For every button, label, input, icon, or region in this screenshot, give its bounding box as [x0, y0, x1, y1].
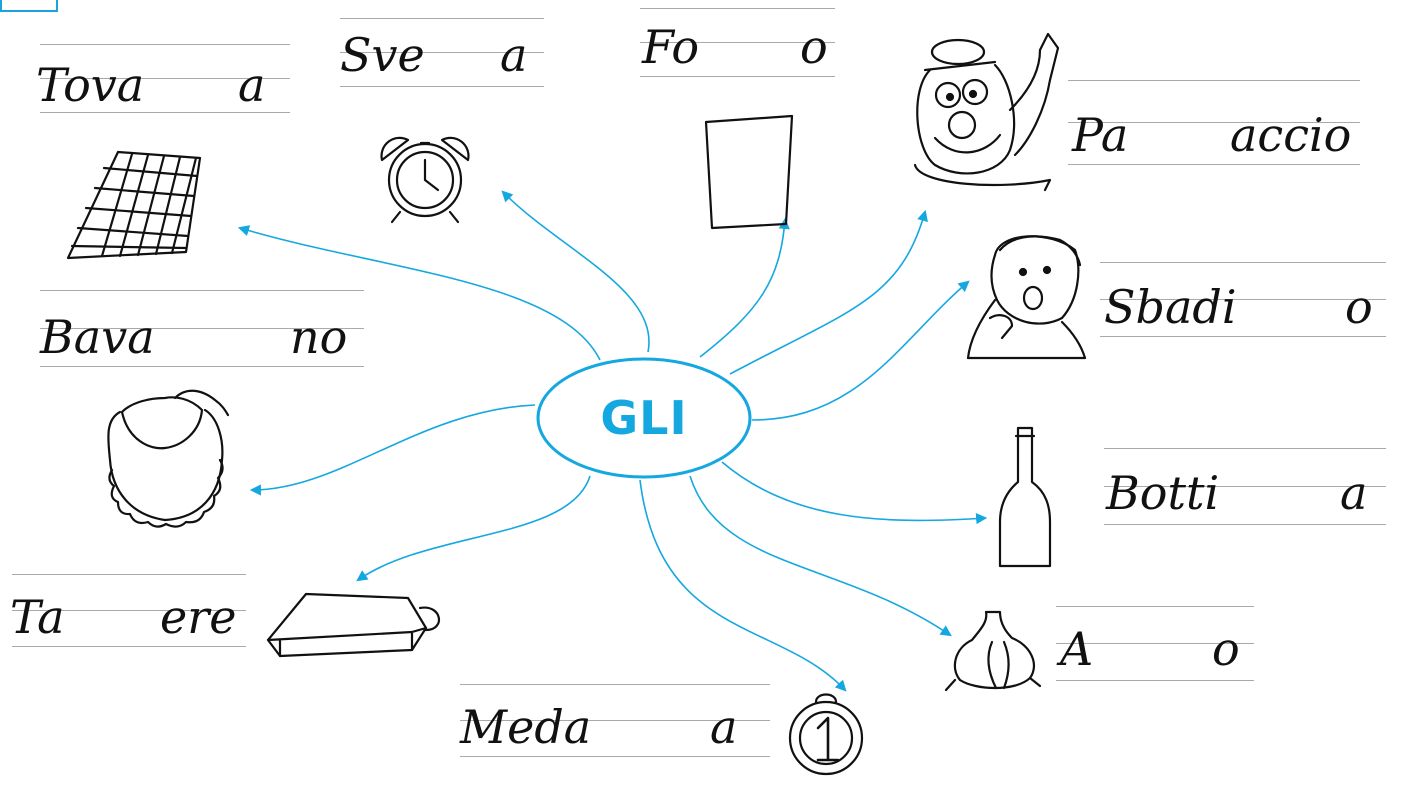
word-part-right: o: [1212, 622, 1240, 676]
writing-lines: [640, 8, 835, 78]
word-part-right: ere: [160, 590, 237, 644]
word-part-left: Sve: [340, 28, 425, 82]
garlic-icon: [944, 610, 1042, 692]
cutting-board-icon: [266, 592, 441, 658]
bib-icon: [107, 389, 230, 528]
center-label: GLI: [600, 391, 688, 445]
writing-lines: [40, 290, 364, 367]
medal-icon: [788, 693, 864, 776]
word-part-right: accio: [1230, 108, 1352, 162]
writing-lines: [12, 574, 246, 647]
writing-lines: [1100, 262, 1386, 337]
bottle-icon: [998, 426, 1052, 568]
center-hub: GLI: [535, 356, 753, 480]
arrow-bottiglia: [721, 461, 988, 525]
word-part-left: Meda: [460, 700, 592, 754]
clown-icon: [913, 32, 1060, 192]
arrow-aglio: [689, 475, 952, 637]
writing-lines: [40, 44, 290, 114]
word-part-right: no: [290, 310, 348, 364]
writing-lines: [1056, 606, 1254, 681]
writing-lines: [1104, 448, 1386, 525]
word-part-left: Tova: [36, 58, 145, 112]
arrow-tagliere: [356, 475, 591, 582]
arrow-pagliaccio: [729, 209, 928, 375]
word-part-right: o: [1345, 280, 1373, 334]
word-part-right: a: [1340, 466, 1368, 520]
writing-lines: [1068, 80, 1360, 165]
word-part-left: Ta: [10, 590, 65, 644]
tablecloth-icon: [66, 150, 202, 260]
word-part-right: a: [500, 28, 528, 82]
arrow-foglio: [699, 217, 790, 358]
word-part-right: a: [710, 700, 738, 754]
writing-lines: [460, 684, 770, 757]
arrow-tovaglia: [237, 225, 601, 361]
paper-sheet-icon: [704, 114, 794, 230]
yawning-child-icon: [966, 235, 1087, 360]
arrow-bavaglino: [249, 404, 536, 496]
word-part-right: a: [238, 58, 266, 112]
word-part-left: A: [1060, 622, 1094, 676]
word-part-left: Pa: [1072, 108, 1129, 162]
word-part-left: Bava: [40, 310, 155, 364]
word-part-left: Botti: [1106, 466, 1220, 520]
word-part-right: o: [800, 20, 828, 74]
hub-ellipse: [536, 357, 752, 479]
writing-lines: [340, 18, 544, 88]
arrow-sbadiglio: [751, 280, 970, 421]
alarm-clock-icon: [380, 136, 470, 224]
arrow-medaglia: [639, 479, 847, 692]
arrow-sveglia: [501, 190, 650, 353]
word-part-left: Fo: [642, 20, 700, 74]
corner-tag: [0, 0, 58, 12]
word-part-left: Sbadi: [1104, 280, 1237, 334]
